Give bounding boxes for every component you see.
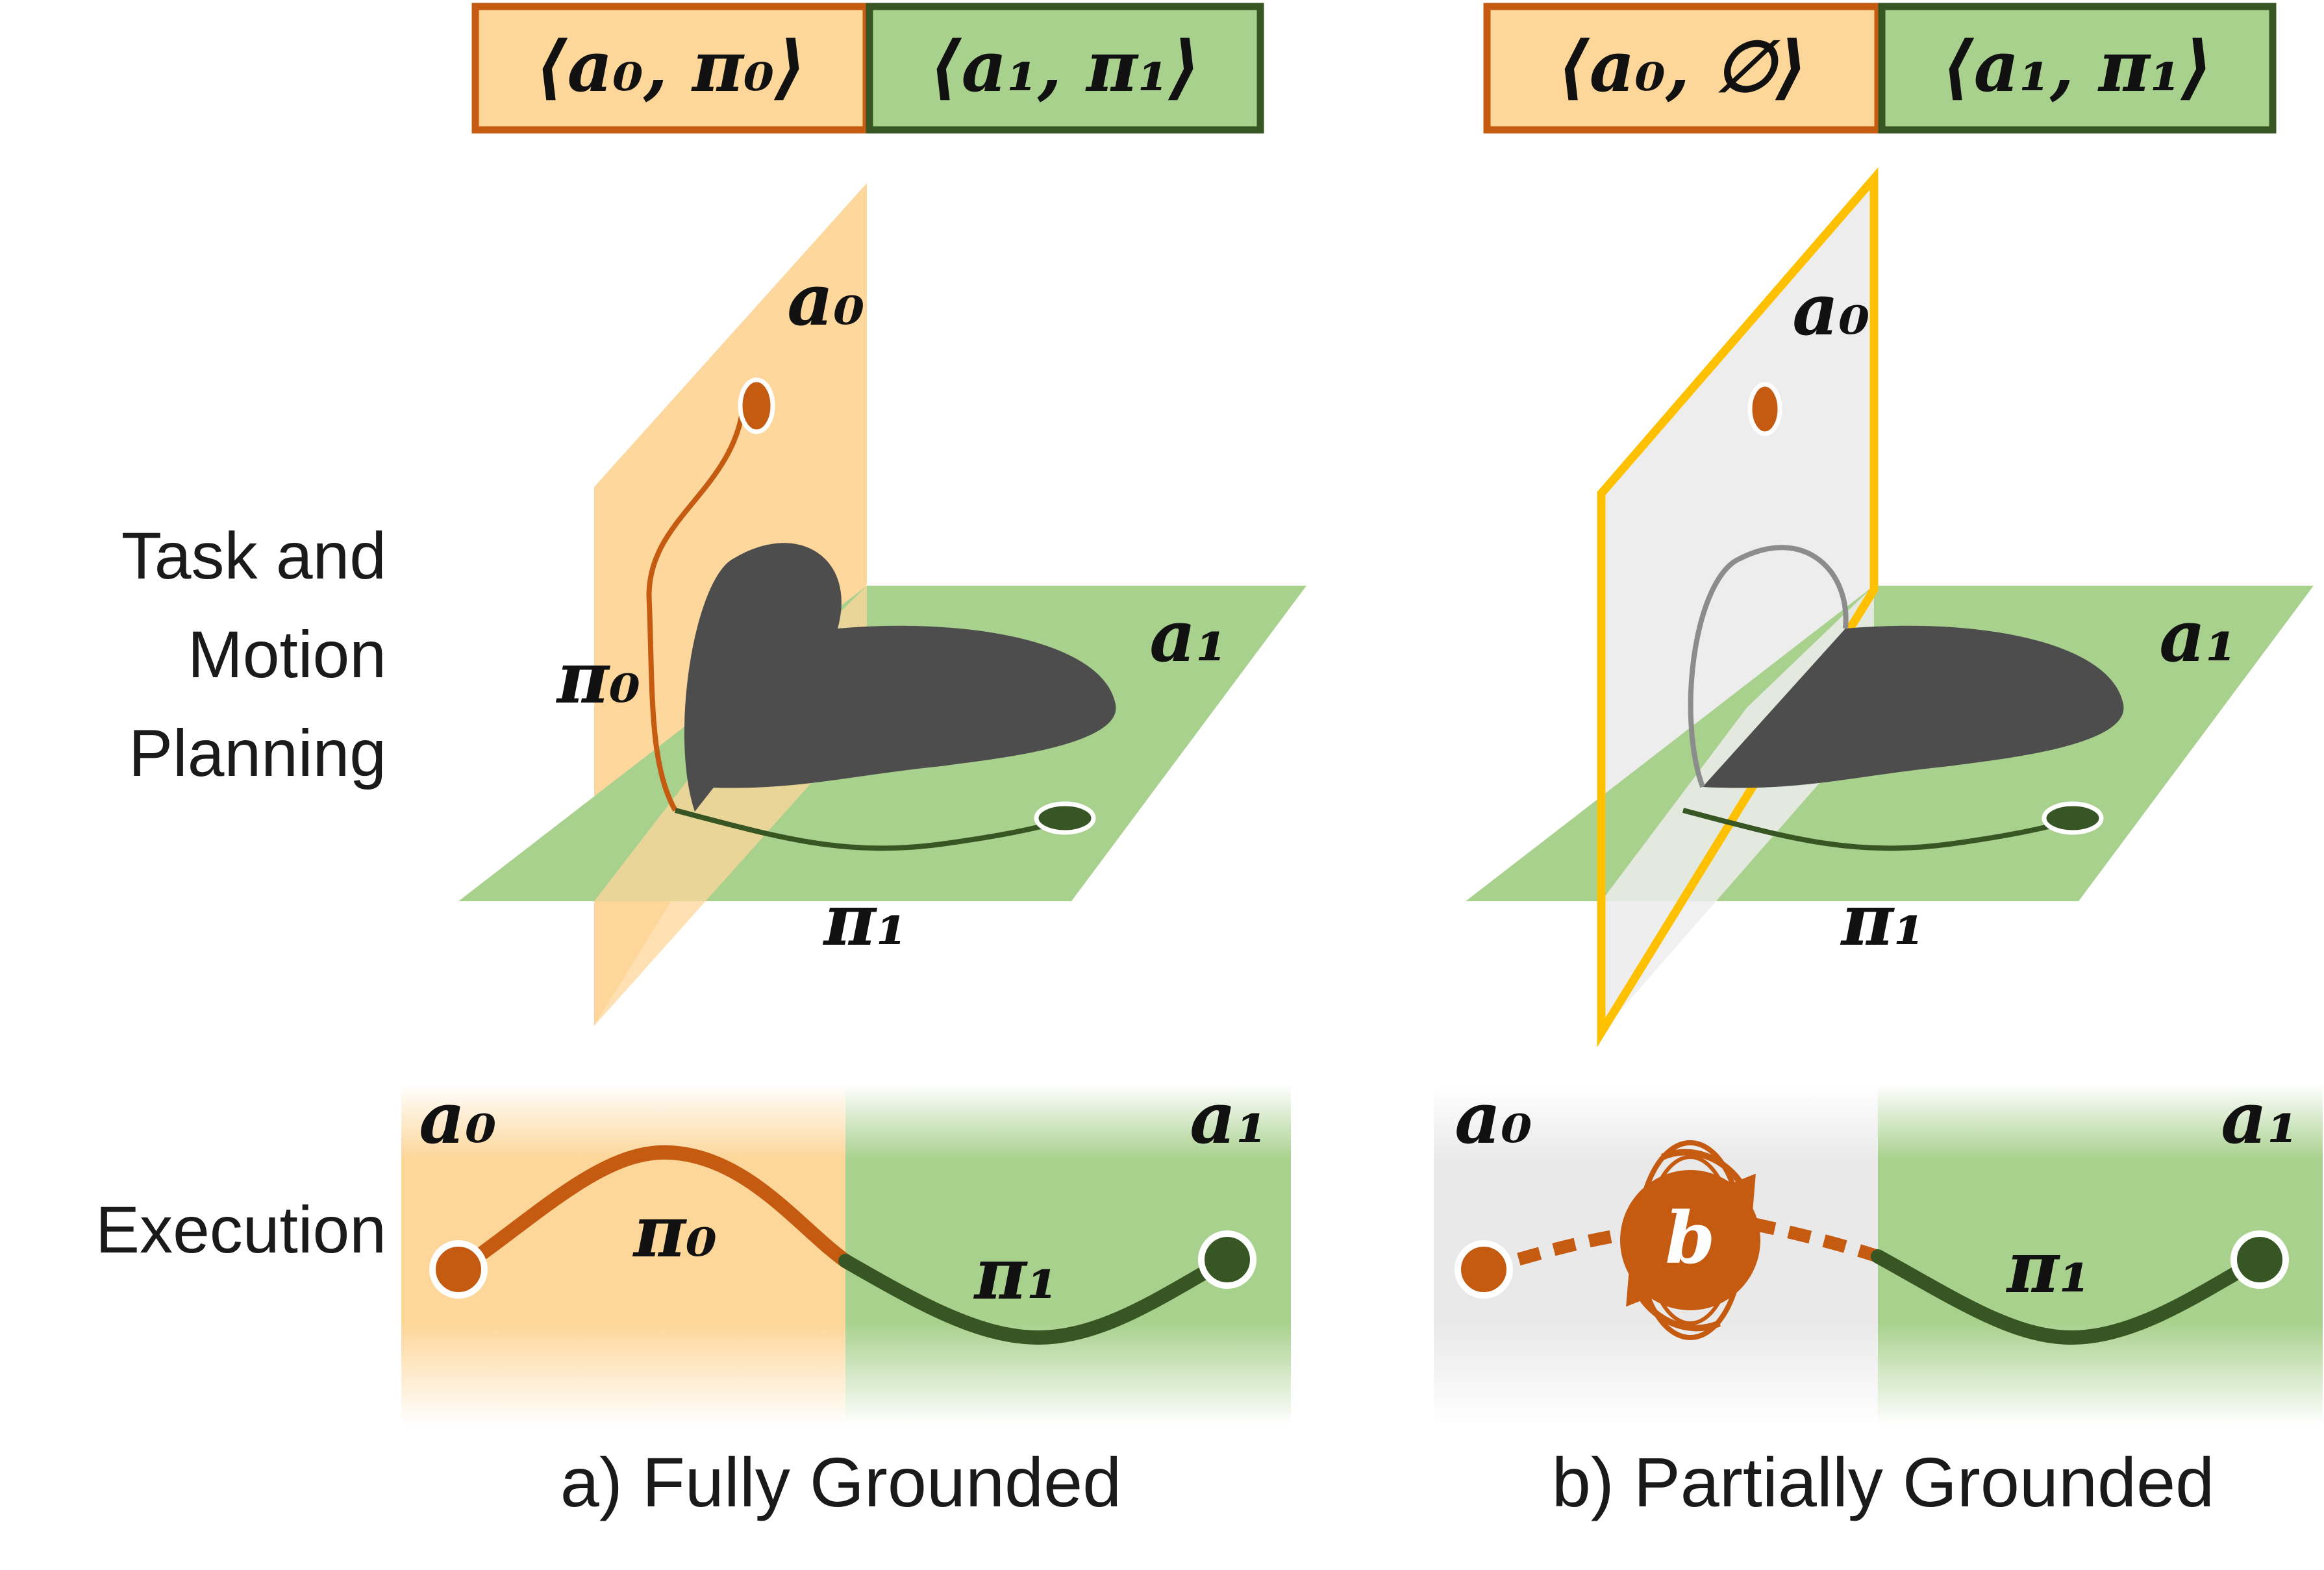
panel-a-plane-label-a1: a₁ bbox=[1149, 594, 1227, 678]
tamp-row-label-line1: Task and bbox=[121, 519, 386, 593]
panel-b-planning-diagram: a₀ a₁ π₁ bbox=[1466, 167, 2314, 1047]
panel-a-exec-label-a0: a₀ bbox=[419, 1076, 496, 1160]
panel-a-obstacle-horizontal bbox=[695, 625, 1116, 788]
panel-b-tuple-header: ⟨a₀, ∅⟩ ⟨a₁, π₁⟩ bbox=[1483, 3, 2277, 134]
tamp-row-label-line3: Planning bbox=[129, 716, 386, 790]
panel-b-exec-start-node bbox=[1455, 1240, 1513, 1299]
panel-a-tuple-right-text: ⟨a₁, π₁⟩ bbox=[929, 26, 1201, 108]
panel-b-exec-goal-node bbox=[2230, 1230, 2289, 1289]
panel-b-belief-arrow-top bbox=[1660, 1149, 1756, 1210]
panel-b-belief-arrow-bottom bbox=[1626, 1270, 1721, 1332]
panel-a-exec-label-pi1: π₁ bbox=[973, 1232, 1058, 1315]
panel-a-obstacle-vertical bbox=[684, 543, 842, 812]
panel-b-obstacle-horizontal bbox=[1703, 625, 2124, 788]
panel-b-execution: b a₀ a₁ π₁ bbox=[1434, 1076, 2323, 1425]
execution-row-label: Execution bbox=[95, 1193, 386, 1267]
panel-a-exec-path-pi0 bbox=[453, 1145, 853, 1277]
panel-a-start-node bbox=[738, 377, 775, 434]
panel-b-belief-label: b bbox=[1666, 1196, 1716, 1280]
panel-a-exec-label-pi0: π₀ bbox=[632, 1190, 718, 1273]
panel-a-exec-goal-node bbox=[1198, 1230, 1256, 1289]
panel-a-path-pi0 bbox=[646, 403, 746, 812]
panel-a-tuple-right-box bbox=[866, 3, 1264, 134]
panel-b-goal-node bbox=[2042, 801, 2104, 835]
panel-b-exec-path-pi1 bbox=[1871, 1249, 2267, 1345]
panel-b-tuple-left-text: ⟨a₀, ∅⟩ bbox=[1557, 26, 1807, 108]
panel-a-path-label-pi1: π₁ bbox=[823, 878, 908, 962]
panel-a-path-label-pi0: π₀ bbox=[556, 636, 641, 719]
panel-b-exec-label-a0: a₀ bbox=[1455, 1076, 1532, 1160]
panel-b-belief-node: b bbox=[1620, 1140, 1760, 1340]
panel-a-tuple-left-text: ⟨a₀, π₀⟩ bbox=[535, 26, 806, 108]
panel-b-exec-dashed-path-out bbox=[1751, 1217, 1880, 1263]
panel-a-tuple-header: ⟨a₀, π₀⟩ ⟨a₁, π₁⟩ bbox=[471, 3, 1264, 134]
panel-b-plane-label-a0: a₀ bbox=[1792, 268, 1869, 351]
panel-a-planning-diagram: a₀ a₁ π₀ π₁ bbox=[458, 183, 1306, 1026]
panel-b-path-pi1 bbox=[1682, 808, 2074, 851]
panel-b-tuple-left-box bbox=[1483, 3, 1882, 134]
panel-a-plane-label-a0: a₀ bbox=[787, 258, 864, 342]
panel-b-obstacle-outline bbox=[1688, 545, 1849, 788]
panel-b-tuple-right-text: ⟨a₁, π₁⟩ bbox=[1942, 26, 2213, 108]
panel-b-exec-label-a1: a₁ bbox=[2221, 1076, 2298, 1160]
panel-b-start-node bbox=[1747, 382, 1782, 436]
panel-a-caption: a) Fully Grounded bbox=[560, 1443, 1122, 1521]
panel-b-exec-label-pi1: π₁ bbox=[2006, 1225, 2091, 1309]
panel-b-tuple-right-box bbox=[1878, 3, 2277, 134]
panel-b-path-label-pi1: π₁ bbox=[1840, 878, 1925, 962]
panel-a-exec-start-node bbox=[429, 1240, 488, 1299]
panel-b-caption: b) Partially Grounded bbox=[1551, 1443, 2215, 1521]
panel-b-plane-label-a1: a₁ bbox=[2159, 594, 2236, 678]
tamp-row-label: Task and Motion Planning bbox=[26, 506, 386, 803]
panel-a-execution: a₀ a₁ π₀ π₁ bbox=[401, 1076, 1291, 1425]
panel-a-exec-label-a1: a₁ bbox=[1190, 1076, 1267, 1160]
panel-a-goal-node bbox=[1034, 801, 1096, 835]
panel-a-exec-path-pi1 bbox=[838, 1252, 1234, 1345]
panel-a-tuple-left-box bbox=[471, 3, 870, 134]
tamp-row-label-line2: Motion bbox=[187, 617, 386, 692]
panel-a-path-pi1 bbox=[674, 808, 1066, 851]
